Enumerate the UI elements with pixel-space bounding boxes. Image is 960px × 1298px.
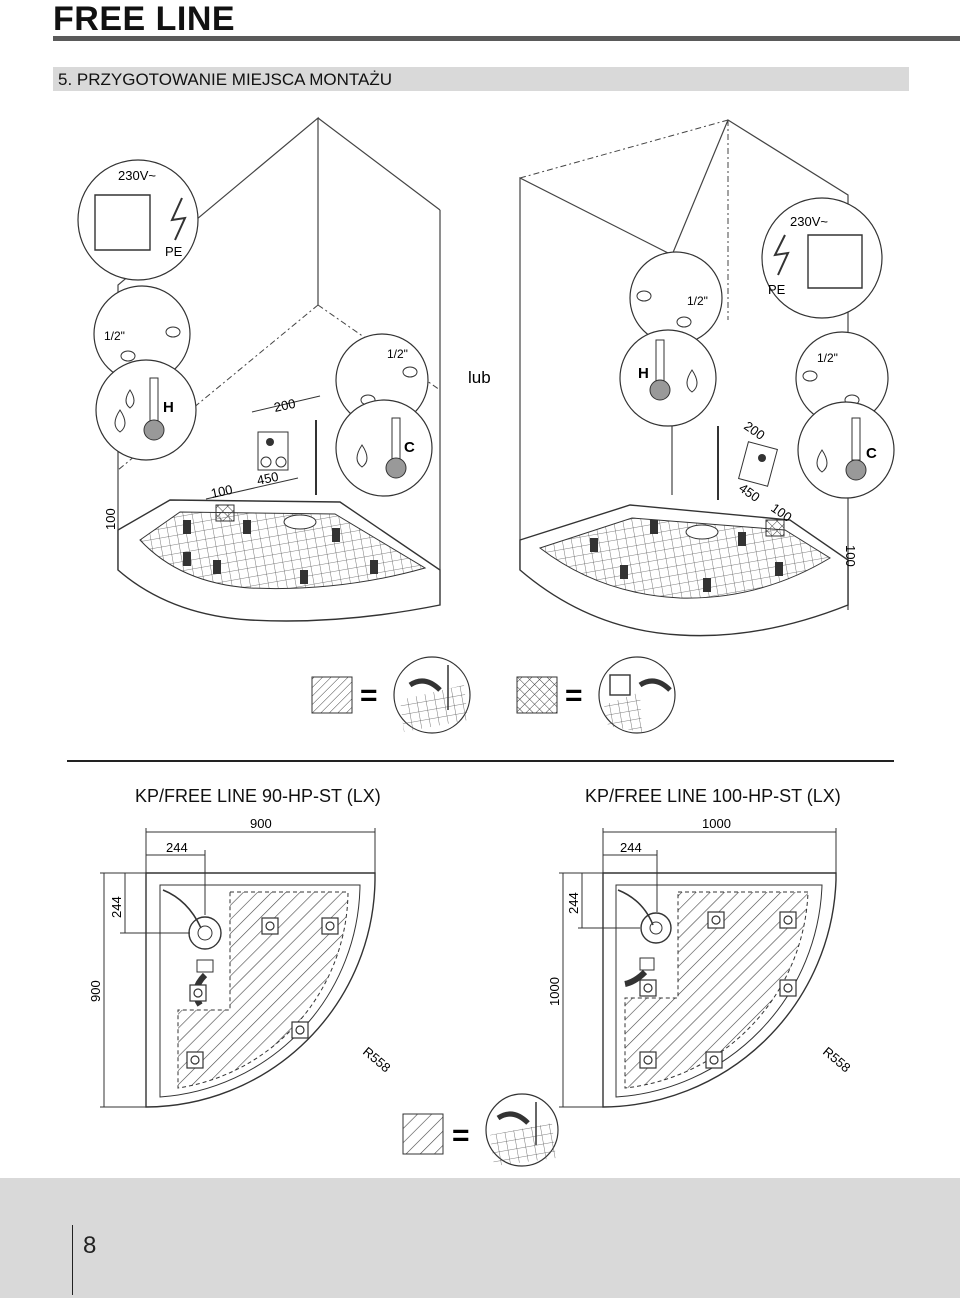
plan-100: 1000 244 1000 244 R558 xyxy=(547,816,854,1108)
cold-water-detail-left: C xyxy=(335,399,433,497)
plan-90-radius: R558 xyxy=(360,1044,393,1075)
pipe-label-left-1: 1/2" xyxy=(104,329,125,343)
plan-100-height: 1000 xyxy=(547,977,562,1006)
footer-divider xyxy=(72,1225,73,1295)
thermometer-icon-right xyxy=(655,339,665,383)
drop-icon-left xyxy=(114,389,135,433)
thermometer-icon-left-2 xyxy=(391,417,401,461)
hot-label-left: H xyxy=(163,399,174,416)
model-title-100: KP/FREE LINE 100-HP-ST (LX) xyxy=(585,786,841,806)
drop-icon-right-2 xyxy=(816,449,828,473)
or-label: lub xyxy=(468,368,491,387)
cold-label-right: C xyxy=(866,445,877,462)
dim-100-height-left: 100 xyxy=(103,508,118,530)
cold-water-detail-right: C xyxy=(797,401,895,499)
hot-water-detail-right: H xyxy=(619,329,717,427)
dim-100-left: 100 xyxy=(210,482,234,501)
pipe-detail-right-top: 1/2" xyxy=(629,251,723,345)
lightning-icon-right xyxy=(773,234,790,276)
voltage-label-right: 230V~ xyxy=(790,214,828,229)
page-footer xyxy=(0,1178,960,1298)
electric-detail-left: 230V~ PE xyxy=(77,159,199,281)
hatch-single-swatch xyxy=(311,676,353,714)
page-number: 8 xyxy=(83,1232,97,1259)
plan-100-width: 1000 xyxy=(702,816,731,831)
hot-label-right: H xyxy=(638,365,649,382)
pipe-label-left-2: 1/2" xyxy=(387,347,408,361)
drop-icon-right xyxy=(686,369,698,393)
plan-90: 900 244 900 244 R558 xyxy=(88,816,394,1108)
dim-100-height-right: 100 xyxy=(843,545,858,567)
voltage-label-left: 230V~ xyxy=(118,168,156,183)
pe-label-left: PE xyxy=(165,244,183,259)
cold-label-left: C xyxy=(404,439,415,456)
electric-detail-right: 230V~ PE xyxy=(761,197,883,319)
bottom-legend: = xyxy=(402,1093,559,1167)
plan-100-offset-x: 244 xyxy=(620,840,642,855)
thermometer-icon-right-2 xyxy=(851,417,861,461)
dim-200-right: 200 xyxy=(741,418,767,443)
pe-label-right: PE xyxy=(768,282,786,297)
model-title-90: KP/FREE LINE 90-HP-ST (LX) xyxy=(135,786,381,806)
plan-90-offset-y: 244 xyxy=(109,896,124,918)
hatch-legend-swatch xyxy=(402,1113,444,1155)
equals-sign-3: = xyxy=(452,1119,470,1152)
pipe-label-right-1: 1/2" xyxy=(687,294,708,308)
plan-100-radius: R558 xyxy=(820,1044,853,1075)
section-title: 5. PRZYGOTOWANIE MIEJSCA MONTAŻU xyxy=(58,70,393,89)
left-scene: 200 100 450 100 230V~ PE 1/2" H 1/2" xyxy=(77,116,441,622)
section-bar xyxy=(53,67,909,91)
legend-row: = = xyxy=(311,656,676,734)
document-title: FREE LINE xyxy=(53,0,236,38)
dim-200-left: 200 xyxy=(273,396,297,415)
right-scene: 200 450 100 100 1/2" H 230V~ PE 1/2" xyxy=(519,119,895,637)
thermometer-icon-left xyxy=(149,377,159,424)
plan-90-width: 900 xyxy=(250,816,272,831)
drop-icon-left-2 xyxy=(356,444,368,468)
plan-90-offset-x: 244 xyxy=(166,840,188,855)
tray-plans: 900 244 900 244 R558 1000 xyxy=(88,816,854,1167)
pipe-detail-left-top: 1/2" xyxy=(93,285,191,383)
dim-450-left: 450 xyxy=(256,469,280,488)
header-rule xyxy=(53,36,960,41)
installation-diagram: 200 100 450 100 230V~ PE 1/2" H 1/2" xyxy=(77,116,895,734)
pipe-label-right-2: 1/2" xyxy=(817,351,838,365)
lightning-icon-left xyxy=(170,197,187,241)
models-rule xyxy=(67,760,894,762)
hatch-cross-swatch xyxy=(516,676,558,714)
hot-water-detail-left: H xyxy=(95,359,197,461)
plan-90-height: 900 xyxy=(88,980,103,1002)
equals-sign-1: = xyxy=(360,679,378,712)
equals-sign-2: = xyxy=(565,679,583,712)
plan-100-offset-y: 244 xyxy=(566,892,581,914)
